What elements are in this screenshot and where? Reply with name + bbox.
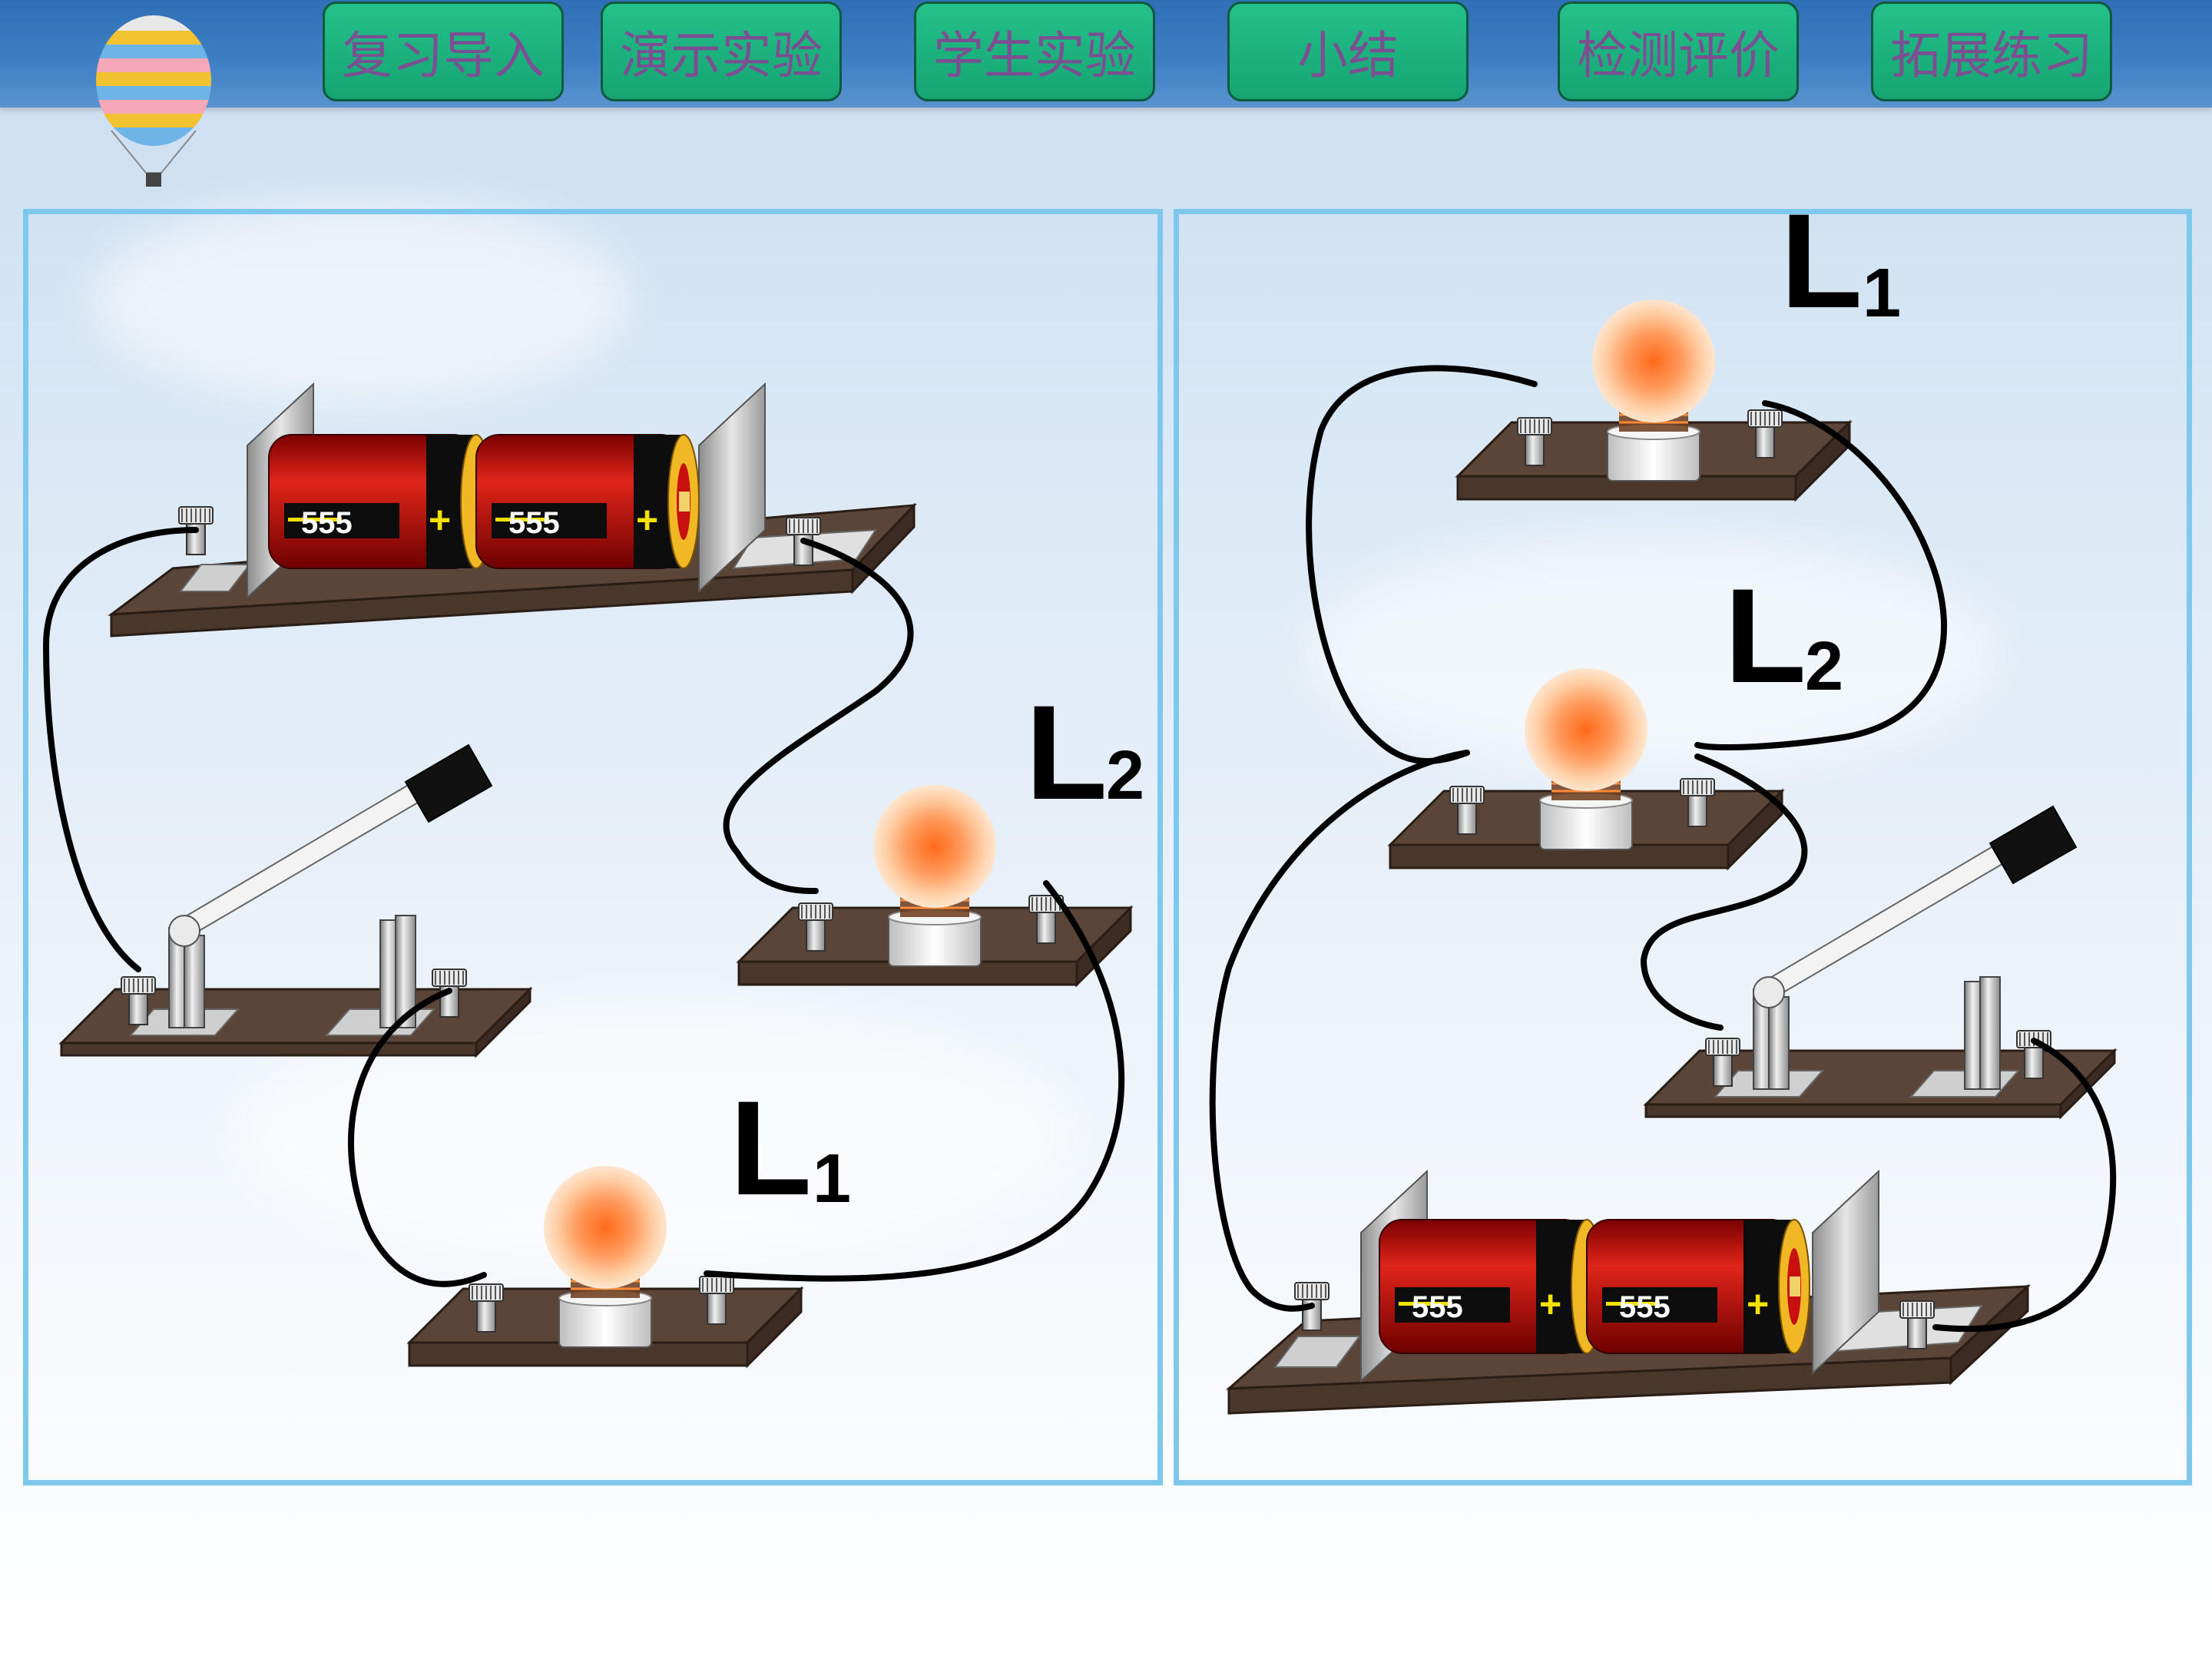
battery-marking: 555 <box>1619 1290 1671 1324</box>
battery-plus-sign: + <box>429 498 451 541</box>
label-L1-series: L <box>730 1074 812 1224</box>
battery-marking: 555 <box>301 506 353 540</box>
parallel-wires <box>1209 365 2117 1333</box>
parallel-circuit-panel <box>1174 209 2192 1485</box>
series-knife-switch <box>61 745 530 1055</box>
nav-extension-button[interactable]: 拓展练习 <box>1871 2 2112 101</box>
series-battery-1: 555 + <box>268 434 492 569</box>
battery-plus-sign: + <box>1539 1283 1561 1326</box>
nav-demo-button[interactable]: 演示实验 <box>601 2 842 101</box>
label-L1-parallel-subscript: 1 <box>1863 255 1901 332</box>
parallel-battery-1: 555 + <box>1379 1219 1603 1354</box>
nav-summary-button[interactable]: 小结 <box>1227 2 1469 101</box>
label-L2-series-subscript: 2 <box>1106 737 1144 814</box>
battery-marking: 555 <box>1412 1290 1463 1324</box>
hot-air-balloon-logo <box>96 15 211 187</box>
parallel-battery-2: 555 + <box>1586 1219 1810 1354</box>
nav-student-experiment-button[interactable]: 学生实验 <box>914 2 1155 101</box>
battery-plus-sign: + <box>1747 1283 1769 1326</box>
label-L1-series-subscript: 1 <box>813 1141 851 1217</box>
series-wires <box>42 527 1125 1287</box>
nav-assessment-button[interactable]: 检测评价 <box>1558 2 1799 101</box>
series-circuit-panel <box>23 209 1163 1485</box>
battery-marking: 555 <box>508 506 560 540</box>
label-L1-parallel: L <box>1780 187 1863 336</box>
series-battery-2: 555 + <box>475 434 700 569</box>
label-L2-series: L <box>1025 678 1108 828</box>
label-L2-parallel: L <box>1724 561 1806 711</box>
nav-review-button[interactable]: 复习导入 <box>323 2 564 101</box>
top-navigation-bar: 复习导入 演示实验 学生实验 小结 检测评价 拓展练习 <box>0 0 2212 108</box>
label-L2-parallel-subscript: 2 <box>1805 628 1843 705</box>
battery-plus-sign: + <box>636 498 658 541</box>
